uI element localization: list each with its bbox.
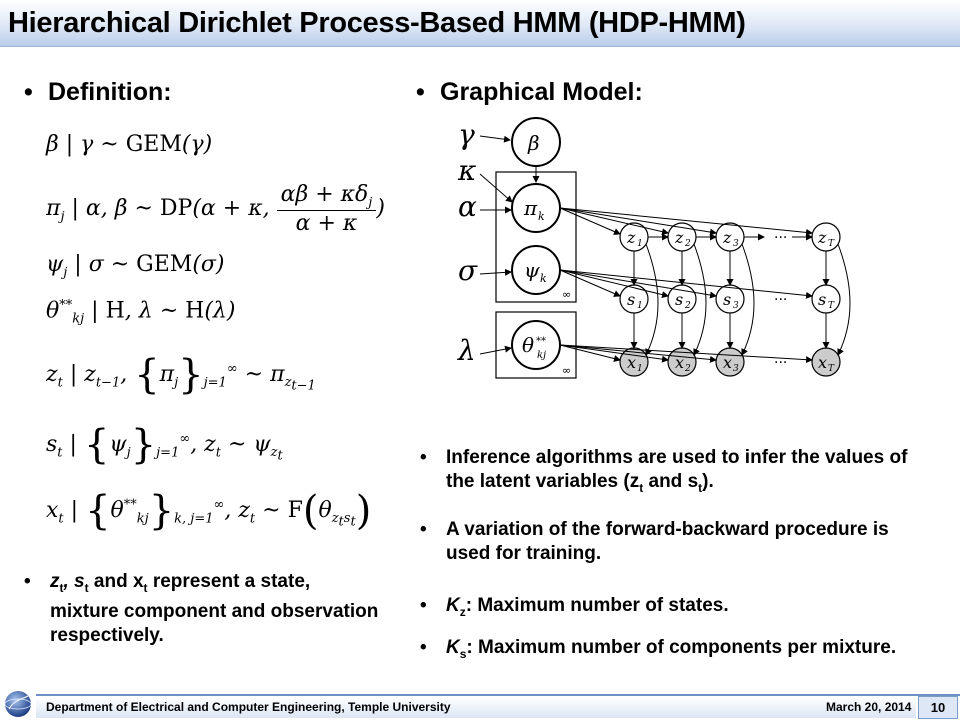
svg-text:∞: ∞ <box>562 288 571 301</box>
equation-x: xt | {θ**kj}k, j=1∞, zt ~ F(θztst) <box>46 488 372 534</box>
svg-text:k: k <box>540 272 547 285</box>
svg-text:T: T <box>828 364 835 374</box>
right-bullet-kz: • Kz: Maximum number of states. <box>420 595 729 619</box>
svg-text:1: 1 <box>637 364 643 374</box>
equation-theta: θ**kj | H, λ ~ H(λ) <box>46 298 236 327</box>
svg-text:2: 2 <box>684 301 691 311</box>
svg-text:3: 3 <box>733 301 739 311</box>
svg-text:x: x <box>818 353 827 372</box>
footer-divider <box>36 694 960 696</box>
page-number: 10 <box>918 696 958 719</box>
svg-text:···: ··· <box>774 355 787 371</box>
svg-text:T: T <box>828 239 835 249</box>
left-bullet: • zt, st and xt represent a state, mixtu… <box>24 571 379 646</box>
svg-text:···: ··· <box>774 292 787 308</box>
title-bar <box>0 0 960 47</box>
svg-text:3: 3 <box>733 239 739 249</box>
svg-text:α: α <box>458 190 477 223</box>
svg-text:λ: λ <box>457 334 476 367</box>
svg-text:kj: kj <box>537 350 546 361</box>
svg-text:ψ: ψ <box>524 258 540 282</box>
equation-psi: ψj | σ ~ GEM(σ) <box>46 252 225 281</box>
svg-text:β: β <box>527 131 540 155</box>
right-bullet-ks: • Ks: Maximum number of components per m… <box>420 637 897 661</box>
equation-beta: β | γ ~ GEM(γ) <box>46 132 213 157</box>
svg-text:s: s <box>818 290 826 309</box>
svg-text:1: 1 <box>637 301 643 311</box>
svg-text:γ: γ <box>458 118 475 151</box>
svg-text:∞: ∞ <box>562 364 571 377</box>
svg-text:3: 3 <box>733 364 739 374</box>
svg-text:π: π <box>523 196 538 220</box>
equation-s: st | {ψj}j=1∞, zt ~ ψzt <box>46 422 283 468</box>
page-title: Hierarchical Dirichlet Process-Based HMM… <box>8 7 746 39</box>
svg-text:σ: σ <box>458 254 478 287</box>
svg-text:z: z <box>626 228 636 247</box>
graphical-model-heading: • Graphical Model: <box>416 78 643 106</box>
globe-logo-icon <box>4 691 32 717</box>
svg-text:2: 2 <box>684 364 691 374</box>
svg-text:z: z <box>817 228 827 247</box>
svg-text:**: ** <box>536 336 546 347</box>
definition-heading: • Definition: <box>24 78 172 106</box>
svg-text:θ: θ <box>522 333 534 357</box>
svg-text:x: x <box>675 353 684 372</box>
svg-text:1: 1 <box>637 239 643 249</box>
svg-text:x: x <box>723 353 732 372</box>
footer-bar <box>36 697 916 718</box>
svg-text:s: s <box>723 290 731 309</box>
svg-text:T: T <box>828 301 835 311</box>
hdp-hmm-graphical-model: γ κ α σ λ <box>457 117 851 379</box>
svg-text:s: s <box>675 290 683 309</box>
right-bullet-training: • A variation of the forward-backward pr… <box>420 519 889 564</box>
svg-text:2: 2 <box>684 239 691 249</box>
svg-text:k: k <box>538 210 545 223</box>
svg-text:z: z <box>722 228 732 247</box>
svg-text:κ: κ <box>457 154 476 187</box>
svg-text:x: x <box>627 353 636 372</box>
right-bullet-inference: • Inference algorithms are used to infer… <box>420 447 908 495</box>
footer-department: Department of Electrical and Computer En… <box>46 700 451 714</box>
equation-z: zt | zt−1, {πj}j=1∞ ~ πzt−1 <box>46 352 316 398</box>
svg-text:s: s <box>627 290 635 309</box>
footer-date: March 20, 2014 <box>826 700 912 714</box>
svg-text:···: ··· <box>774 230 787 246</box>
svg-text:z: z <box>674 228 684 247</box>
